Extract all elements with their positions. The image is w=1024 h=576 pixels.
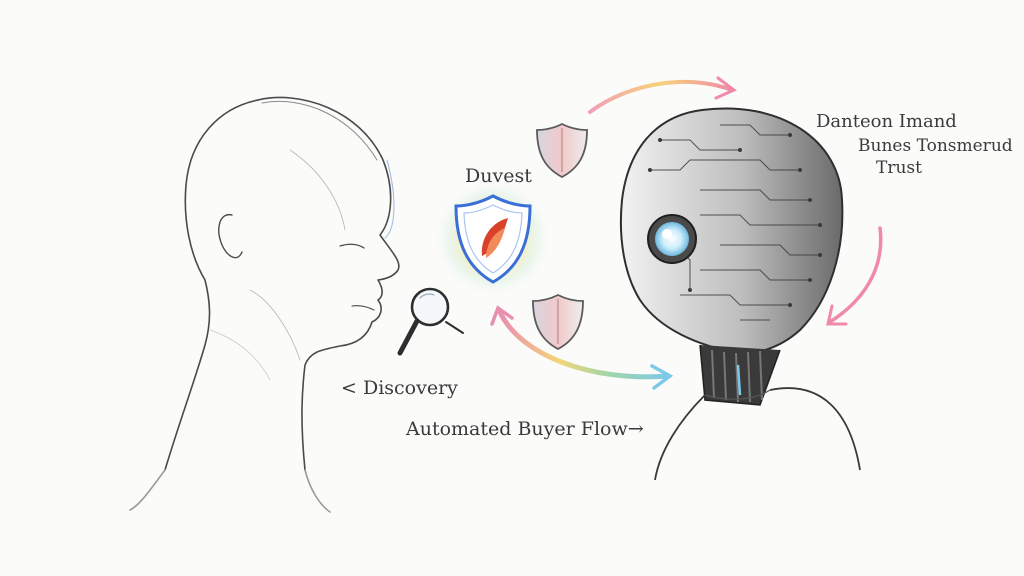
- discovery-label: < Discovery: [341, 377, 458, 399]
- flow-arrows: [490, 76, 883, 390]
- bottom-arc-arrowhead-left: [490, 305, 514, 326]
- bottom-arc-arrowhead-right: [650, 364, 674, 390]
- robot-head-sketch: [619, 107, 861, 481]
- right-arc-arrow: [828, 226, 883, 324]
- automated-buyer-flow-label: Automated Buyer Flow→: [406, 418, 644, 440]
- shield-icon-bottom: [532, 293, 584, 351]
- magnifying-glass-icon: [397, 287, 464, 356]
- bottom-arc-arrow: [497, 309, 671, 380]
- top-right-label-line1: Danteon Imand: [816, 111, 957, 132]
- top-right-label-line2: Bunes Tonsmerud: [858, 136, 1013, 156]
- human-head-profile: [129, 96, 400, 513]
- shield-icon-top: [536, 122, 588, 179]
- right-arc-arrowhead: [826, 304, 848, 326]
- shield-center-label: Duvest: [465, 165, 532, 187]
- glowing-shield-icon: [433, 178, 553, 298]
- top-arc-arrow: [588, 79, 734, 114]
- top-arc-arrowhead: [714, 76, 737, 100]
- top-right-label-line3: Trust: [876, 158, 922, 178]
